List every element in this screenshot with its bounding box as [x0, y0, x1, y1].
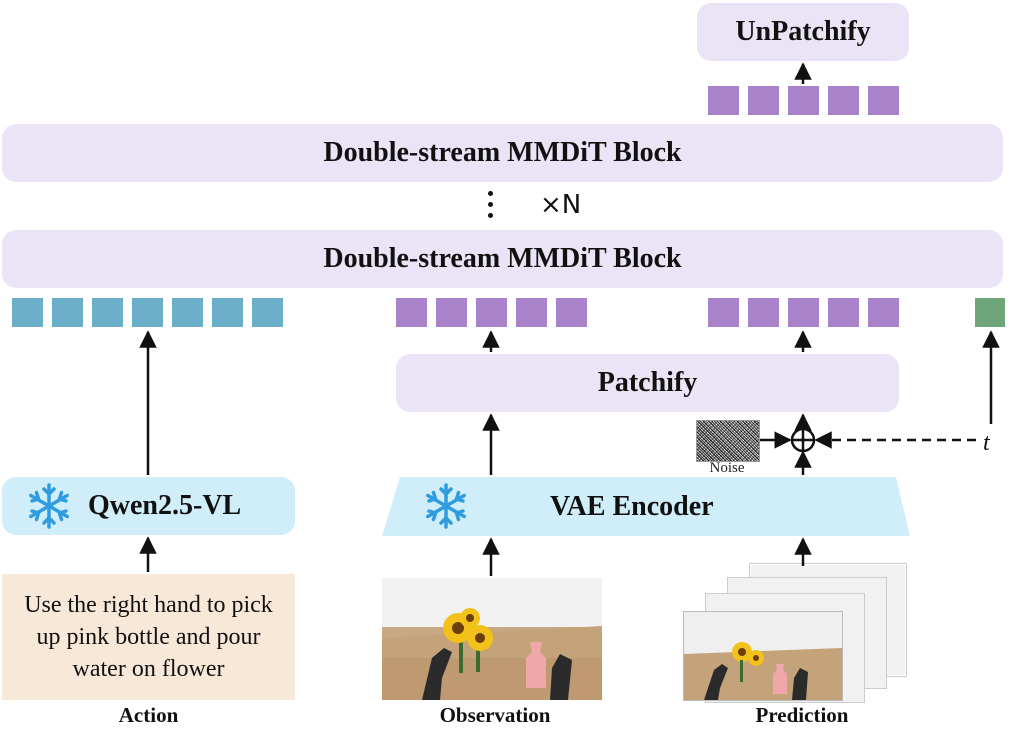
prediction-frames [684, 560, 906, 702]
observation-token [556, 298, 587, 327]
timestep-token [975, 298, 1005, 327]
text-token [12, 298, 43, 327]
snowflake-icon [24, 481, 74, 531]
prediction-token [788, 298, 819, 327]
plus-circle-icon [790, 427, 816, 453]
prediction-token [868, 298, 899, 327]
flower-shape [443, 608, 493, 673]
prediction-label: Prediction [755, 703, 849, 727]
output-token [748, 86, 779, 115]
observation-token [436, 298, 467, 327]
prediction-token [828, 298, 859, 327]
output-token [868, 86, 899, 115]
observation-token [396, 298, 427, 327]
vae-encoder-label: VAE Encoder [550, 491, 714, 522]
text-token [52, 298, 83, 327]
timestep-label: t [983, 430, 990, 456]
pink-bottle-shape [526, 642, 546, 688]
patchify-block: Patchify [396, 354, 899, 412]
text-token [132, 298, 163, 327]
mmdit-block-top: Double-stream MMDiT Block [2, 124, 1003, 182]
qwen-label: Qwen2.5-VL [88, 490, 242, 521]
unpatchify-label: UnPatchify [735, 16, 871, 47]
mmdit-bottom-label: Double-stream MMDiT Block [323, 243, 682, 274]
mmdit-top-label: Double-stream MMDiT Block [323, 137, 682, 168]
observation-image [382, 578, 602, 700]
output-token [828, 86, 859, 115]
noise-label: Noise [709, 460, 745, 476]
action-text-box: Use the right hand to pick up pink bottl… [2, 574, 295, 700]
prediction-token [708, 298, 739, 327]
noise-icon [696, 420, 760, 462]
prediction-token [748, 298, 779, 327]
mmdit-block-bottom: Double-stream MMDiT Block [2, 230, 1003, 288]
patchify-label: Patchify [597, 367, 698, 398]
qwen-encoder-block: Qwen2.5-VL [2, 477, 295, 535]
observation-label: Observation [439, 703, 551, 727]
action-label: Action [118, 703, 179, 727]
output-token [788, 86, 819, 115]
snowflake-icon [421, 481, 471, 531]
unpatchify-block: UnPatchify [697, 3, 909, 61]
repeat-count: ×N [540, 190, 582, 220]
text-token [92, 298, 123, 327]
text-token [212, 298, 243, 327]
observation-token [476, 298, 507, 327]
observation-token [516, 298, 547, 327]
text-token [172, 298, 203, 327]
prediction-frame-front [684, 612, 842, 700]
output-token [708, 86, 739, 115]
action-instruction: Use the right hand to pick up pink bottl… [24, 592, 273, 682]
vertical-ellipsis-icon [485, 191, 495, 221]
text-token [252, 298, 283, 327]
